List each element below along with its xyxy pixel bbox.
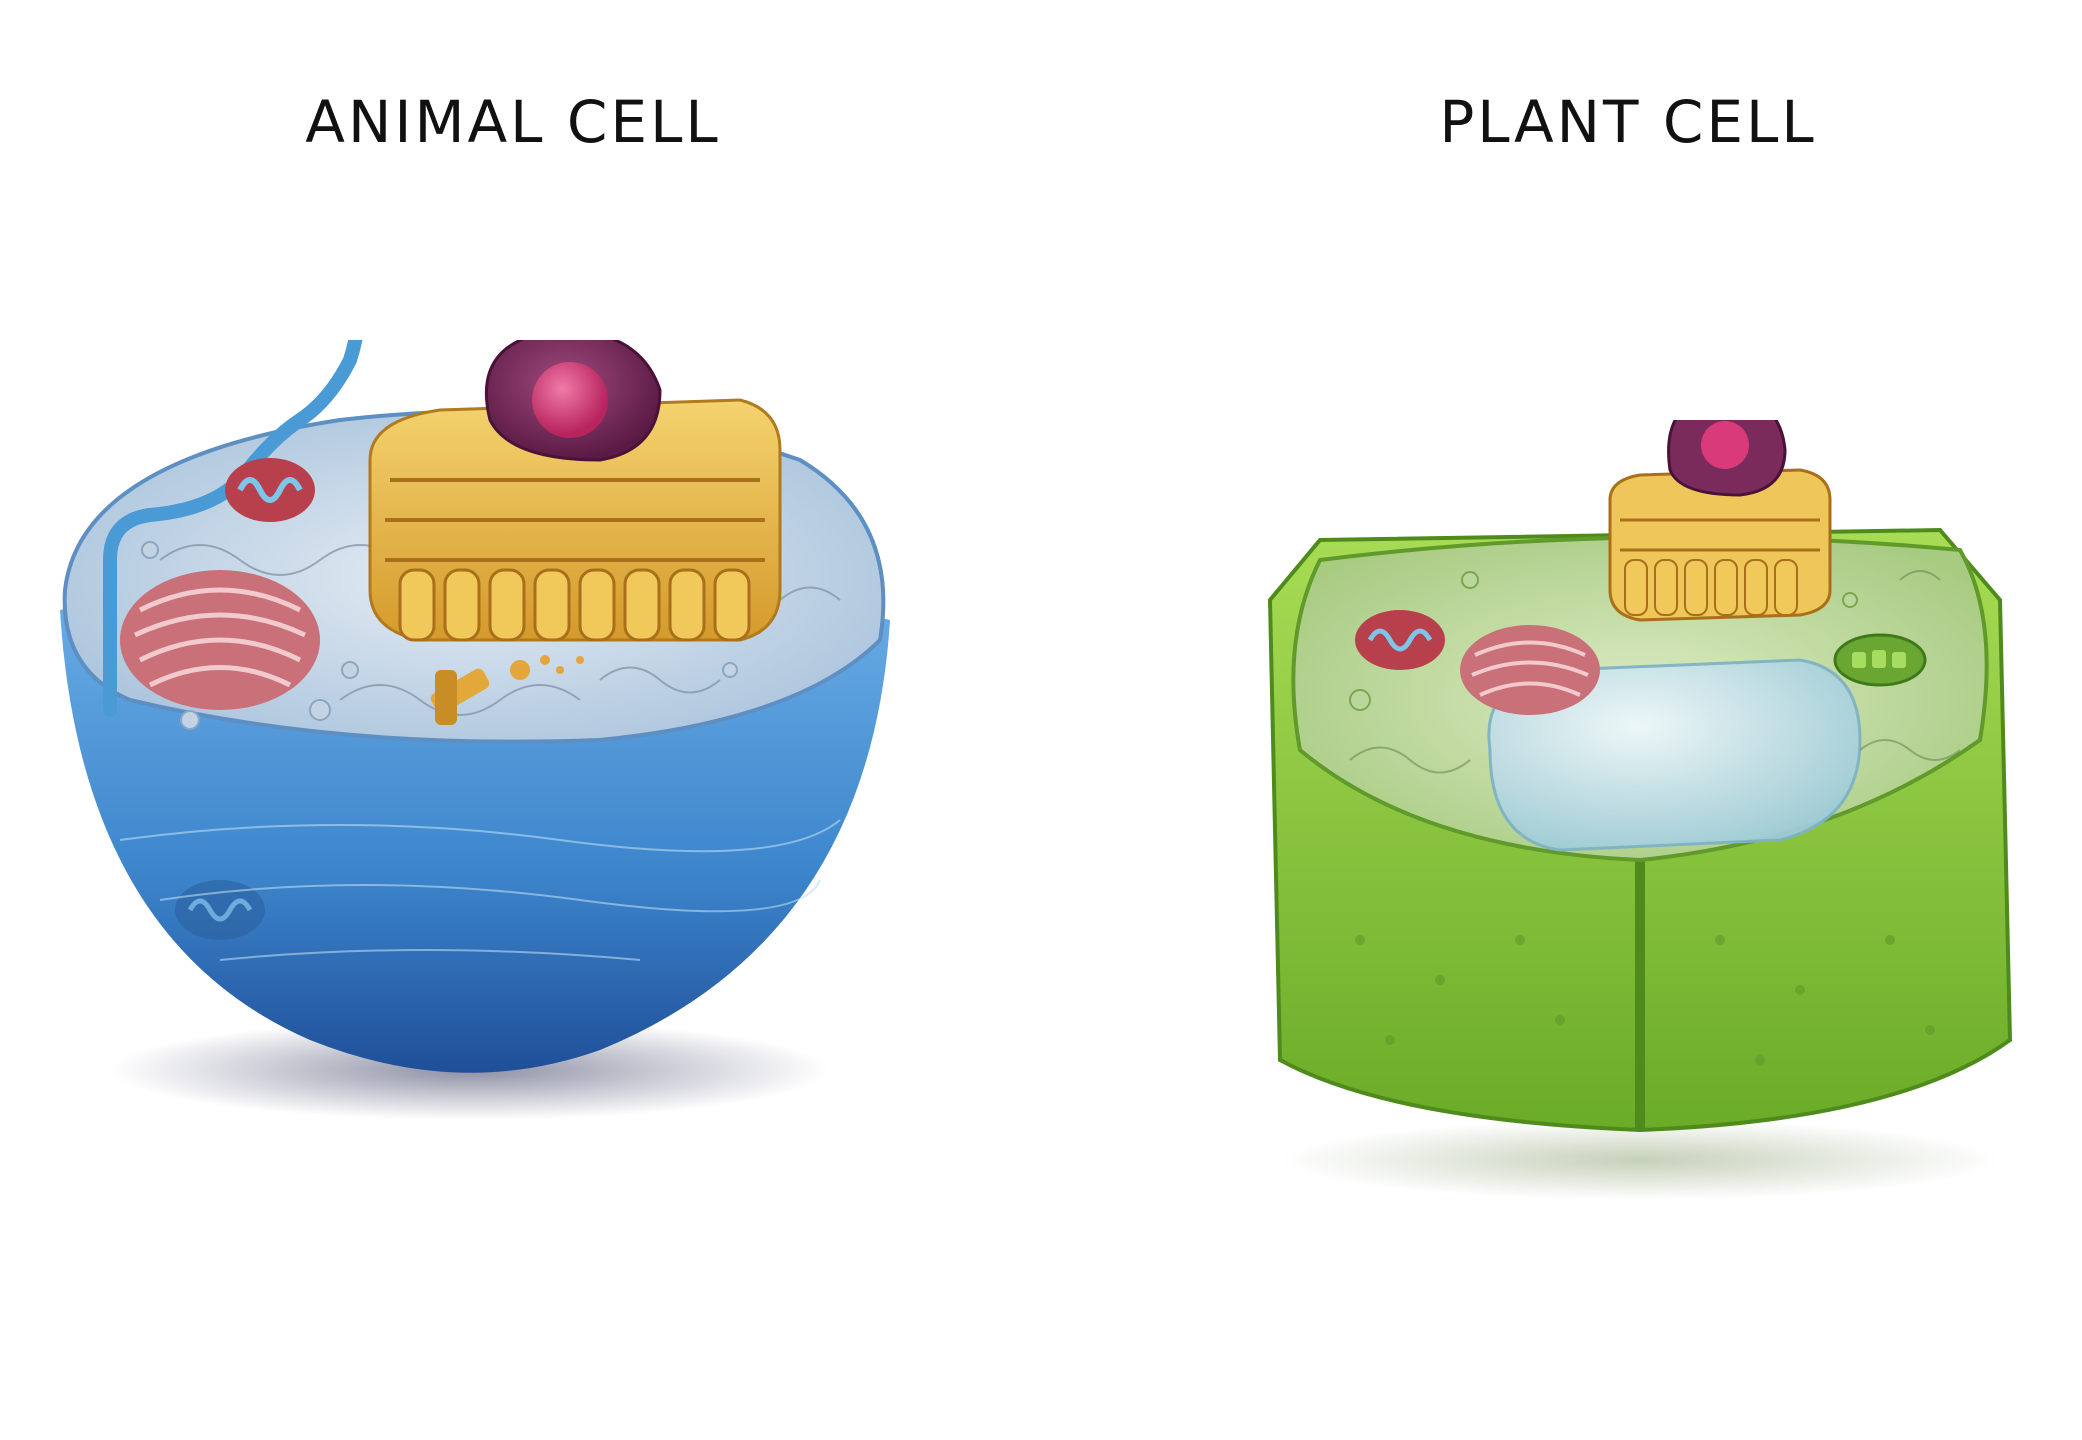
nucleus (484, 340, 662, 462)
mitochondrion (225, 458, 315, 522)
nucleus (1667, 420, 1787, 497)
nucleolus (532, 362, 608, 438)
vesicles (141, 541, 738, 730)
granules (510, 655, 584, 680)
golgi-apparatus (368, 398, 782, 642)
endoplasmic-reticulum (120, 570, 320, 710)
animal-cell-title: ANIMAL CELL (305, 88, 721, 156)
chloroplast (1833, 633, 1927, 687)
nucleolus (1701, 421, 1749, 469)
cytoplasm-streaks (119, 819, 841, 961)
flagellum (103, 340, 363, 717)
vesicles (1349, 571, 1858, 711)
animal-cell-illustration (60, 340, 890, 1120)
cell-shadow (1280, 1120, 2000, 1200)
centriole (430, 668, 490, 725)
plasmodesmata (1355, 935, 1935, 1065)
cytoskeleton (1349, 570, 1961, 774)
golgi-apparatus (1608, 468, 1832, 622)
plant-cell-title: PLANT CELL (1439, 88, 1817, 156)
mitochondrion (1355, 610, 1445, 670)
endoplasmic-reticulum (1460, 625, 1600, 715)
plant-cell-illustration (1267, 420, 2013, 1200)
